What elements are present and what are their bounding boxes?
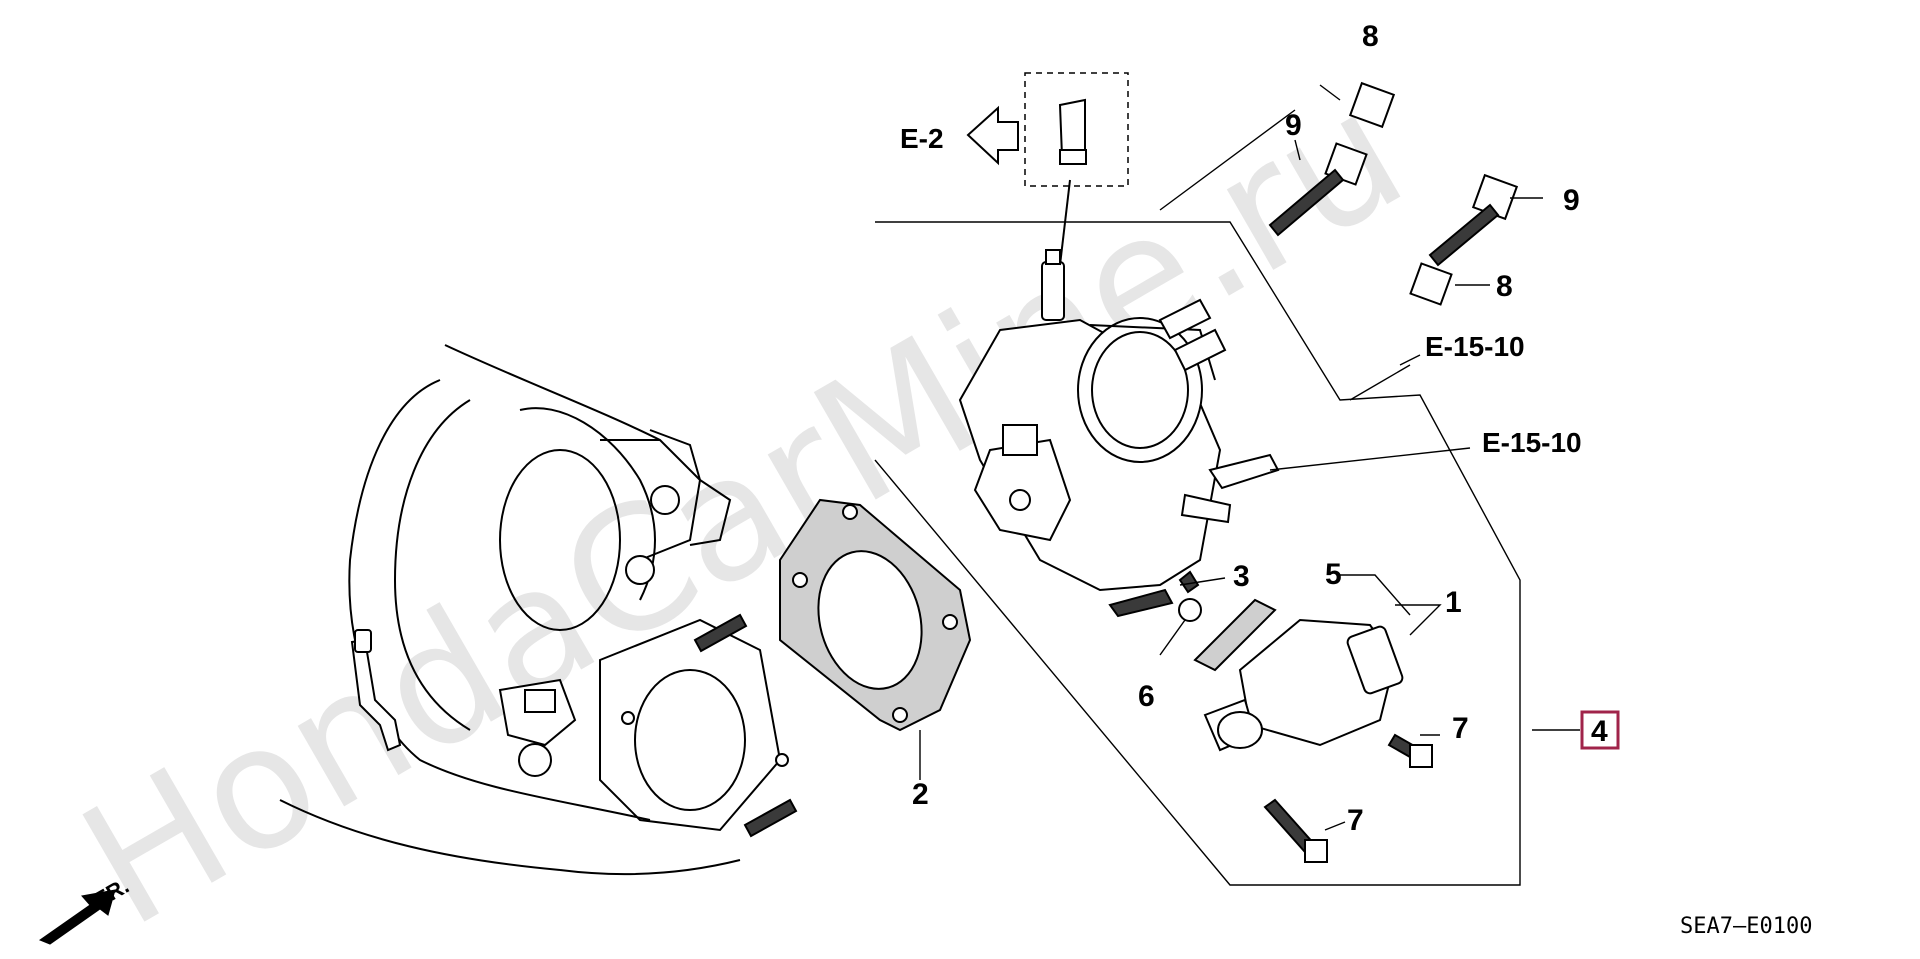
callout-2: 2 bbox=[912, 778, 929, 811]
hose-detail-box bbox=[1024, 72, 1129, 266]
callout-1: 1 bbox=[1445, 586, 1462, 619]
callout-5: 5 bbox=[1325, 558, 1342, 591]
arrow-left-icon bbox=[966, 105, 1019, 166]
gasket-part-2 bbox=[779, 498, 972, 732]
callout-9-right: 9 bbox=[1563, 184, 1580, 217]
leader-lines bbox=[919, 84, 1580, 831]
ref-e15-10-lower: E-15-10 bbox=[1482, 427, 1582, 458]
ref-e15-10-upper: E-15-10 bbox=[1425, 331, 1525, 362]
fasteners bbox=[1178, 81, 1519, 863]
callout-6: 6 bbox=[1138, 680, 1155, 713]
callout-3: 3 bbox=[1233, 560, 1250, 593]
ref-e2: E-2 bbox=[900, 123, 944, 154]
iacv-assembly bbox=[1193, 598, 1404, 752]
intake-manifold bbox=[279, 344, 798, 876]
callout-8-top: 8 bbox=[1362, 20, 1379, 53]
callout-9-top: 9 bbox=[1285, 109, 1302, 142]
callout-7-lower: 7 bbox=[1347, 804, 1364, 837]
callout-8-right: 8 bbox=[1496, 270, 1513, 303]
diagram-code: SEA7—E0100 bbox=[1680, 914, 1812, 939]
front-direction-arrow-icon bbox=[38, 889, 116, 945]
callout-4-highlight-box bbox=[1580, 710, 1620, 750]
assembly-outline bbox=[874, 221, 1521, 886]
callout-7-upper: 7 bbox=[1452, 712, 1469, 745]
callout-4: 4 bbox=[1591, 715, 1608, 748]
throttle-body bbox=[958, 249, 1280, 618]
